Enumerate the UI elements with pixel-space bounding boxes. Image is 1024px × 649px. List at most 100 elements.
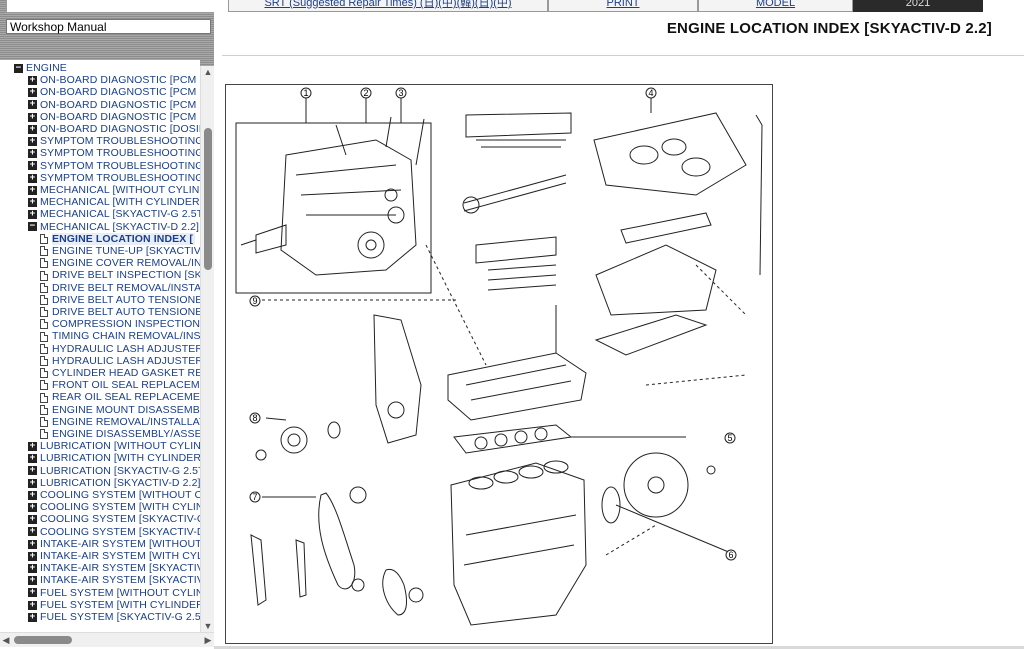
tree-document-item[interactable]: DRIVE BELT INSPECTION [SKY [40,269,200,281]
tree-folder-item[interactable]: +LUBRICATION [SKYACTIV-G 2.5T [28,465,200,477]
tree-folder-item[interactable]: +ON-BOARD DIAGNOSTIC [PCM ( [28,86,200,98]
tree-folder-item[interactable]: +INTAKE-AIR SYSTEM [WITHOUT [28,538,200,550]
tree-folder-item[interactable]: +FUEL SYSTEM [SKYACTIV-G 2.5T [28,611,200,623]
expand-icon[interactable]: + [28,501,37,512]
scroll-down-arrow-icon[interactable]: ▼ [203,621,213,631]
expand-icon[interactable]: + [28,538,37,549]
tree-document-item[interactable]: ENGINE LOCATION INDEX [ [40,232,195,245]
tree-folder-item[interactable]: +ON-BOARD DIAGNOSTIC [PCM ( [28,99,200,111]
tree-folder-item[interactable]: +INTAKE-AIR SYSTEM [WITH CYL [28,550,200,562]
tree-document-item[interactable]: CYLINDER HEAD GASKET REP [40,367,200,379]
tree-item-label: ENGINE [26,62,67,74]
tree-document-item[interactable]: REAR OIL SEAL REPLACEMENT [40,391,200,403]
tree-folder-item[interactable]: +COOLING SYSTEM [WITHOUT CY [28,489,200,501]
expand-icon[interactable]: + [28,489,37,500]
tree-folder-item[interactable]: +MECHANICAL [WITHOUT CYLIND [28,184,200,196]
tree-folder-item[interactable]: +SYMPTOM TROUBLESHOOTING [ [28,160,200,172]
expand-icon[interactable]: + [28,74,37,85]
tree-item-label: LUBRICATION [SKYACTIV-G 2.5T [40,464,200,477]
title-divider [222,55,1024,56]
tree-item-label: FRONT OIL SEAL REPLACEMEN [52,379,200,392]
vertical-scrollbar[interactable]: ▲ ▼ [200,66,214,632]
expand-icon[interactable]: + [28,172,37,183]
expand-icon[interactable]: + [28,160,37,171]
tree-document-item[interactable]: TIMING CHAIN REMOVAL/INST [40,330,200,342]
tree-folder-item[interactable]: +INTAKE-AIR SYSTEM [SKYACTIV- [28,562,200,574]
tree-document-item[interactable]: COMPRESSION INSPECTION [ [40,318,200,330]
expand-icon[interactable]: + [28,550,37,561]
tree-folder-item[interactable]: +LUBRICATION [WITH CYLINDER [28,452,200,464]
scroll-right-arrow-icon[interactable]: ▶ [204,635,212,645]
print-link[interactable]: PRINT [548,0,698,12]
tree-folder-item[interactable]: +ON-BOARD DIAGNOSTIC [PCM ( [28,74,200,86]
expand-icon[interactable]: + [28,587,37,598]
expand-icon[interactable]: + [28,135,37,146]
engine-exploded-diagram: 1 2 3 4 5 6 7 8 9 [225,84,773,644]
tree-folder-item[interactable]: +COOLING SYSTEM [SKYACTIV-D [28,526,200,538]
tree-document-item[interactable]: ENGINE REMOVAL/INSTALLAT [40,416,200,428]
tree-item-label: TIMING CHAIN REMOVAL/INST [52,330,200,343]
navigation-tree: −ENGINE+ON-BOARD DIAGNOSTIC [PCM (+ON-BO… [0,60,200,632]
expand-icon[interactable]: + [28,440,37,451]
tree-document-item[interactable]: HYDRAULIC LASH ADJUSTER ( [40,355,200,367]
tree-document-item[interactable]: ENGINE TUNE-UP [SKYACTIV- [40,245,200,257]
tree-folder-item[interactable]: −ENGINE [14,62,67,74]
expand-icon[interactable]: + [28,453,37,464]
collapse-icon[interactable]: − [28,221,37,232]
scroll-left-arrow-icon[interactable]: ◀ [2,635,10,645]
expand-icon[interactable]: + [28,148,37,159]
expand-icon[interactable]: + [28,562,37,573]
tree-folder-item[interactable]: +ON-BOARD DIAGNOSTIC [DOSIN [28,123,200,135]
tree-folder-item[interactable]: +MECHANICAL [WITH CYLINDER I [28,196,200,208]
tree-document-item[interactable]: FRONT OIL SEAL REPLACEMEN [40,379,200,391]
tree-folder-item[interactable]: +FUEL SYSTEM [WITH CYLINDER [28,599,200,611]
expand-icon[interactable]: + [28,87,37,98]
tree-folder-item[interactable]: +MECHANICAL [SKYACTIV-G 2.5T [28,208,200,220]
tree-folder-item[interactable]: +LUBRICATION [SKYACTIV-D 2.2] [28,477,200,489]
expand-icon[interactable]: + [28,611,37,622]
srt-link[interactable]: SRT (Suggested Repair Times) (日)(中)(韓)(日… [228,0,548,12]
manual-dropdown[interactable]: Workshop Manual [6,19,211,34]
expand-icon[interactable]: + [28,514,37,525]
tree-folder-item[interactable]: +ON-BOARD DIAGNOSTIC [PCM ( [28,111,200,123]
tree-folder-item[interactable]: +LUBRICATION [WITHOUT CYLIND [28,440,200,452]
vertical-scroll-thumb[interactable] [204,128,212,270]
model-link[interactable]: MODEL [698,0,853,12]
tree-folder-item[interactable]: +INTAKE-AIR SYSTEM [SKYACTIV- [28,574,200,586]
timing-cover-part [373,314,422,444]
tree-document-item[interactable]: ENGINE MOUNT DISASSEMBLY [40,404,200,416]
tree-folder-item[interactable]: +SYMPTOM TROUBLESHOOTING [ [28,147,200,159]
expand-icon[interactable]: + [28,599,37,610]
expand-icon[interactable]: + [28,196,37,207]
tree-document-item[interactable]: DRIVE BELT REMOVAL/INSTAL [40,282,200,294]
tree-document-item[interactable]: DRIVE BELT AUTO TENSIONER [40,294,200,306]
scroll-up-arrow-icon[interactable]: ▲ [203,67,213,77]
tree-folder-item[interactable]: +SYMPTOM TROUBLESHOOTING [ [28,135,200,147]
expand-icon[interactable]: + [28,209,37,220]
tree-folder-item[interactable]: +COOLING SYSTEM [SKYACTIV-G [28,513,200,525]
tree-document-item[interactable]: ENGINE DISASSEMBLY/ASSEM [40,428,200,440]
horizontal-scrollbar[interactable]: ◀ ▶ [0,632,214,647]
expand-icon[interactable]: + [28,184,37,195]
expand-icon[interactable]: + [28,526,37,537]
tree-folder-item[interactable]: +SYMPTOM TROUBLESHOOTING [ [28,172,200,184]
expand-icon[interactable]: + [28,575,37,586]
oil-pump-chain-part [382,568,424,616]
expand-icon[interactable]: + [28,99,37,110]
tree-document-item[interactable]: ENGINE COVER REMOVAL/INS [40,257,200,269]
tree-item-label: INTAKE-AIR SYSTEM [SKYACTIV- [40,574,200,587]
tree-document-item[interactable]: DRIVE BELT AUTO TENSIONER [40,306,200,318]
collapse-icon[interactable]: − [14,62,23,73]
horizontal-scroll-thumb[interactable] [14,636,72,644]
search-input[interactable] [6,0,214,13]
tree-folder-item[interactable]: −MECHANICAL [SKYACTIV-D 2.2] [28,221,199,233]
document-icon [40,234,48,245]
tree-document-item[interactable]: HYDRAULIC LASH ADJUSTER ( [40,343,200,355]
expand-icon[interactable]: + [28,111,37,122]
tree-folder-item[interactable]: +FUEL SYSTEM [WITHOUT CYLIND [28,587,200,599]
callout-5: 5 [724,432,736,444]
tree-folder-item[interactable]: +COOLING SYSTEM [WITH CYLIN [28,501,200,513]
expand-icon[interactable]: + [28,477,37,488]
expand-icon[interactable]: + [28,465,37,476]
expand-icon[interactable]: + [28,123,37,134]
